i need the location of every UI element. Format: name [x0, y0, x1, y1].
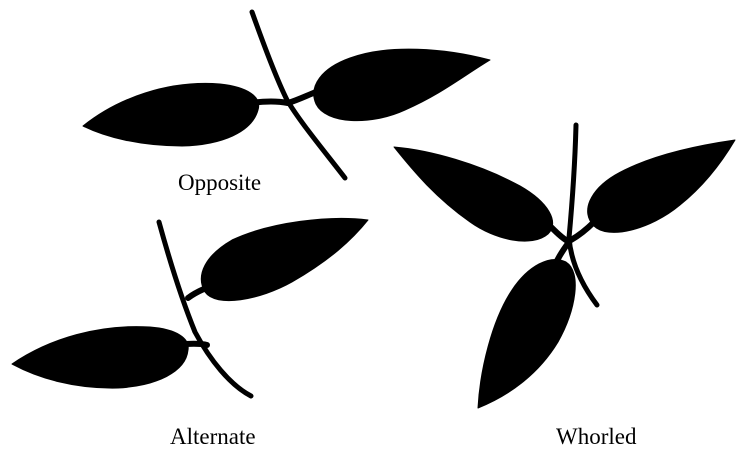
whorled-right-leaf: [588, 140, 735, 232]
opposite-right-leaf: [314, 49, 490, 121]
opposite-right-petiole: [288, 92, 316, 103]
opposite-left-leaf: [83, 83, 259, 146]
whorled-left-leaf: [394, 147, 553, 241]
whorled-figure: [394, 125, 735, 408]
alternate-figure: [12, 218, 368, 396]
whorled-lower-leaf: [478, 260, 575, 408]
alternate-upper-leaf: [201, 218, 368, 300]
whorled-label: Whorled: [556, 425, 636, 448]
alternate-label: Alternate: [170, 425, 256, 448]
opposite-label: Opposite: [178, 171, 261, 194]
whorled-right-petiole: [571, 222, 594, 240]
alternate-lower-leaf: [12, 327, 188, 388]
